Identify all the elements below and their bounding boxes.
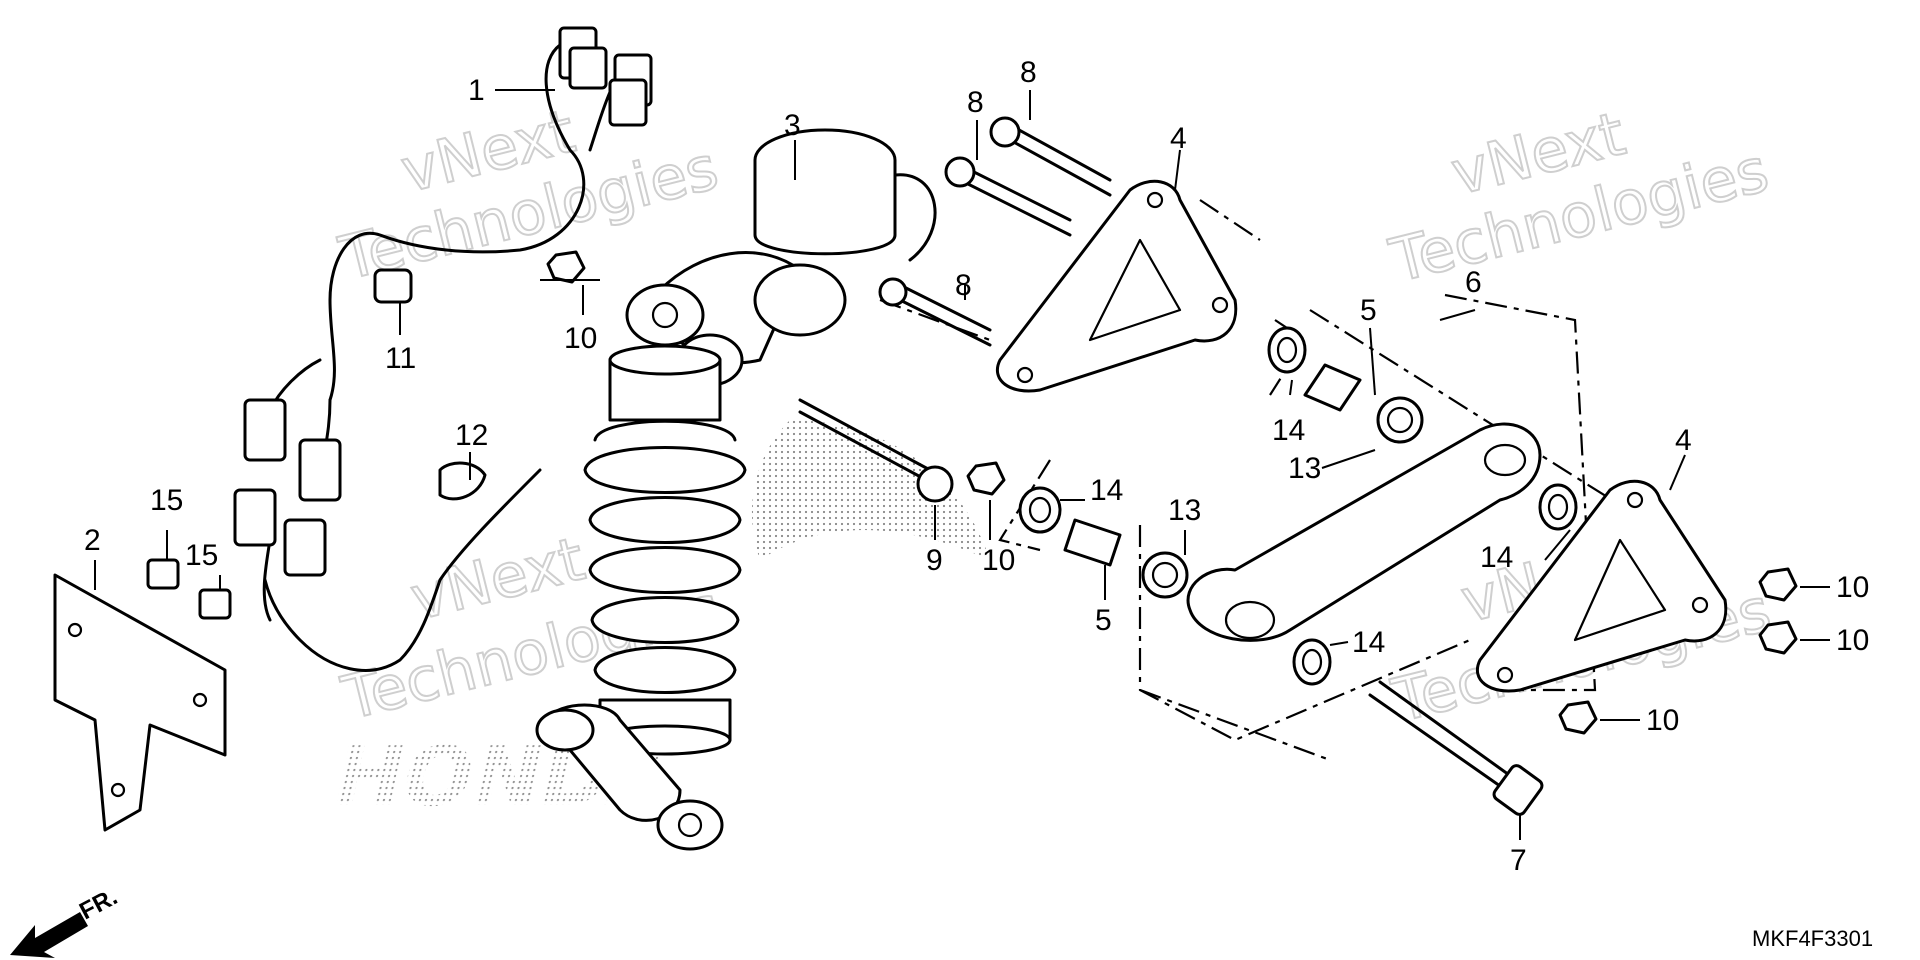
callout-9: 9 bbox=[926, 544, 943, 577]
callout-14-d: 14 bbox=[1352, 626, 1385, 659]
callout-14-a: 14 bbox=[1272, 414, 1305, 447]
callout-10-right-a: 10 bbox=[1836, 571, 1869, 604]
callout-11: 11 bbox=[385, 342, 416, 375]
link-brackets bbox=[996, 179, 1728, 693]
callout-6: 6 bbox=[1465, 266, 1482, 299]
wire-harness bbox=[233, 26, 653, 672]
callout-1: 1 bbox=[468, 74, 485, 107]
callout-8-top: 8 bbox=[1020, 56, 1037, 89]
callout-7: 7 bbox=[1510, 844, 1527, 877]
watermark-2: vNext Technologies bbox=[1382, 98, 1776, 298]
leader-lines bbox=[94, 89, 1830, 840]
nuts bbox=[546, 250, 1798, 735]
callout-10-right-b: 10 bbox=[1836, 624, 1869, 657]
shock-absorber bbox=[535, 128, 937, 851]
callout-labels: 1 2 3 4 4 5 5 6 7 8 8 8 9 10 10 10 10 10… bbox=[84, 56, 1869, 877]
callout-2: 2 bbox=[84, 524, 101, 557]
callout-4-lower: 4 bbox=[1675, 424, 1692, 457]
callout-5-upper: 5 bbox=[1360, 294, 1377, 327]
callout-15-a: 15 bbox=[150, 484, 183, 517]
callout-4-upper: 4 bbox=[1170, 122, 1187, 155]
callout-5-lower: 5 bbox=[1095, 604, 1112, 637]
watermark-1: vNext Technologies bbox=[332, 96, 726, 296]
clip-parts bbox=[146, 268, 487, 620]
callout-13-upper: 13 bbox=[1288, 452, 1321, 485]
bracket-plate bbox=[53, 573, 227, 832]
callout-13-lower: 13 bbox=[1168, 494, 1201, 527]
link-arm bbox=[1186, 422, 1542, 642]
callout-14-b: 14 bbox=[1090, 474, 1123, 507]
callout-3: 3 bbox=[784, 109, 801, 142]
arrow-left-icon bbox=[10, 912, 88, 958]
callout-15-b: 15 bbox=[185, 539, 218, 572]
callout-8-mid: 8 bbox=[967, 86, 984, 119]
callout-10-right-c: 10 bbox=[1646, 704, 1679, 737]
callout-10-top: 10 bbox=[564, 322, 597, 355]
bushings-and-seals bbox=[1018, 326, 1578, 686]
bolts bbox=[798, 116, 1544, 816]
callout-8-low: 8 bbox=[955, 269, 972, 302]
callout-12: 12 bbox=[455, 419, 488, 452]
callout-14-c: 14 bbox=[1480, 541, 1513, 574]
callout-10-center: 10 bbox=[982, 544, 1015, 577]
front-direction-indicator: FR. bbox=[10, 883, 122, 958]
diagram-code: MKF4F3301 bbox=[1752, 926, 1873, 951]
